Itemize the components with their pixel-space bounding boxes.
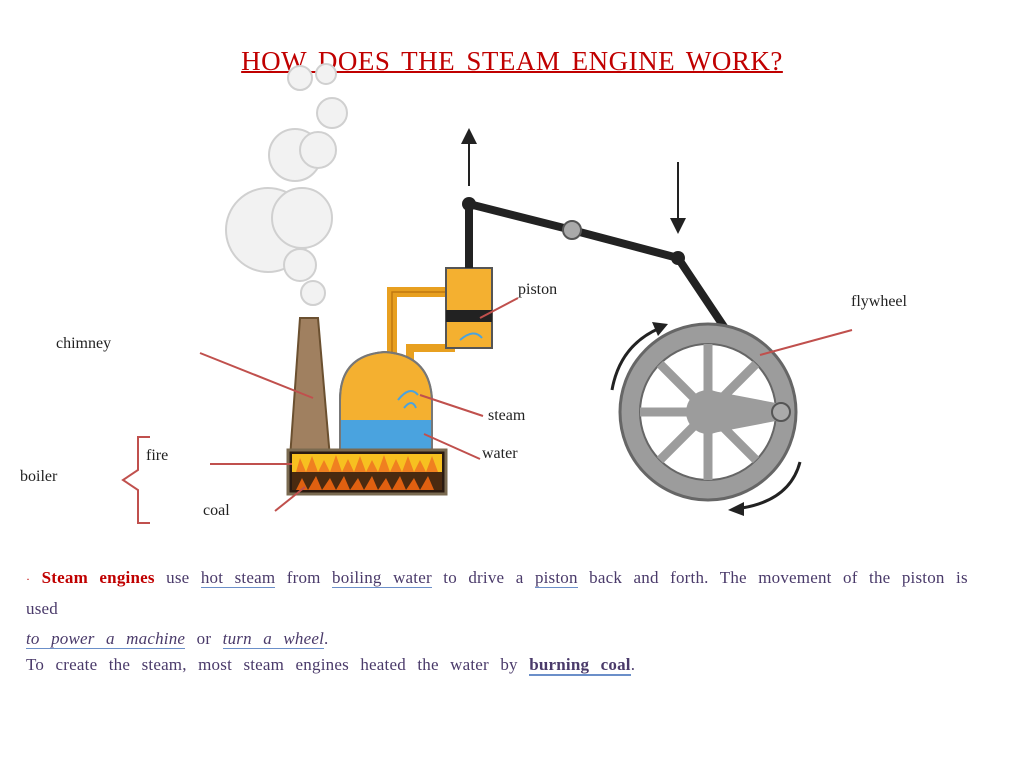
text: .: [630, 655, 636, 674]
text: or: [196, 629, 212, 648]
label-piston: piston: [518, 281, 557, 298]
term-hot-steam: hot steam: [200, 568, 276, 588]
smoke-puffs: [225, 63, 348, 306]
label-fire: fire: [146, 447, 168, 464]
term-steam-engines: Steam engines: [41, 568, 155, 587]
rotation-arrow-bottom: [741, 461, 802, 510]
label-water: water: [482, 445, 518, 462]
text: .: [324, 629, 329, 648]
term-burning-coal: burning coal: [529, 655, 631, 676]
bullet: ·: [26, 572, 31, 586]
term-boiling-water: boiling water: [332, 568, 432, 588]
boiler-bracket: [121, 436, 150, 524]
text: use: [166, 568, 190, 587]
term-turn-wheel: turn a wheel: [222, 629, 325, 649]
text: To create the steam, most steam engines …: [26, 655, 518, 674]
term-piston: piston: [534, 568, 578, 588]
firebox: [286, 448, 448, 496]
label-chimney: chimney: [56, 335, 111, 352]
chimney-shape: [288, 317, 332, 459]
flywheel-shape: [618, 322, 798, 502]
term-power-machine: to power a machine: [26, 629, 186, 649]
steam-engine-diagram: piston flywheel chimney steam water fire…: [20, 63, 908, 524]
text: back and forth. The movement of the pist…: [26, 568, 968, 618]
label-boiler: boiler: [20, 468, 58, 485]
boiler-dome: [339, 350, 433, 451]
paragraph-burning-coal: To create the steam, most steam engines …: [26, 655, 994, 676]
text: to drive a: [443, 568, 524, 587]
leader-lines: [199, 297, 853, 512]
cylinder: [445, 267, 493, 349]
label-steam: steam: [488, 407, 526, 424]
paragraph-steam-engines: · Steam engines use hot steam from boili…: [26, 563, 994, 654]
text: from: [286, 568, 321, 587]
rotation-arrow-top: [610, 326, 661, 391]
label-coal: coal: [203, 502, 230, 519]
label-flywheel: flywheel: [851, 293, 908, 310]
